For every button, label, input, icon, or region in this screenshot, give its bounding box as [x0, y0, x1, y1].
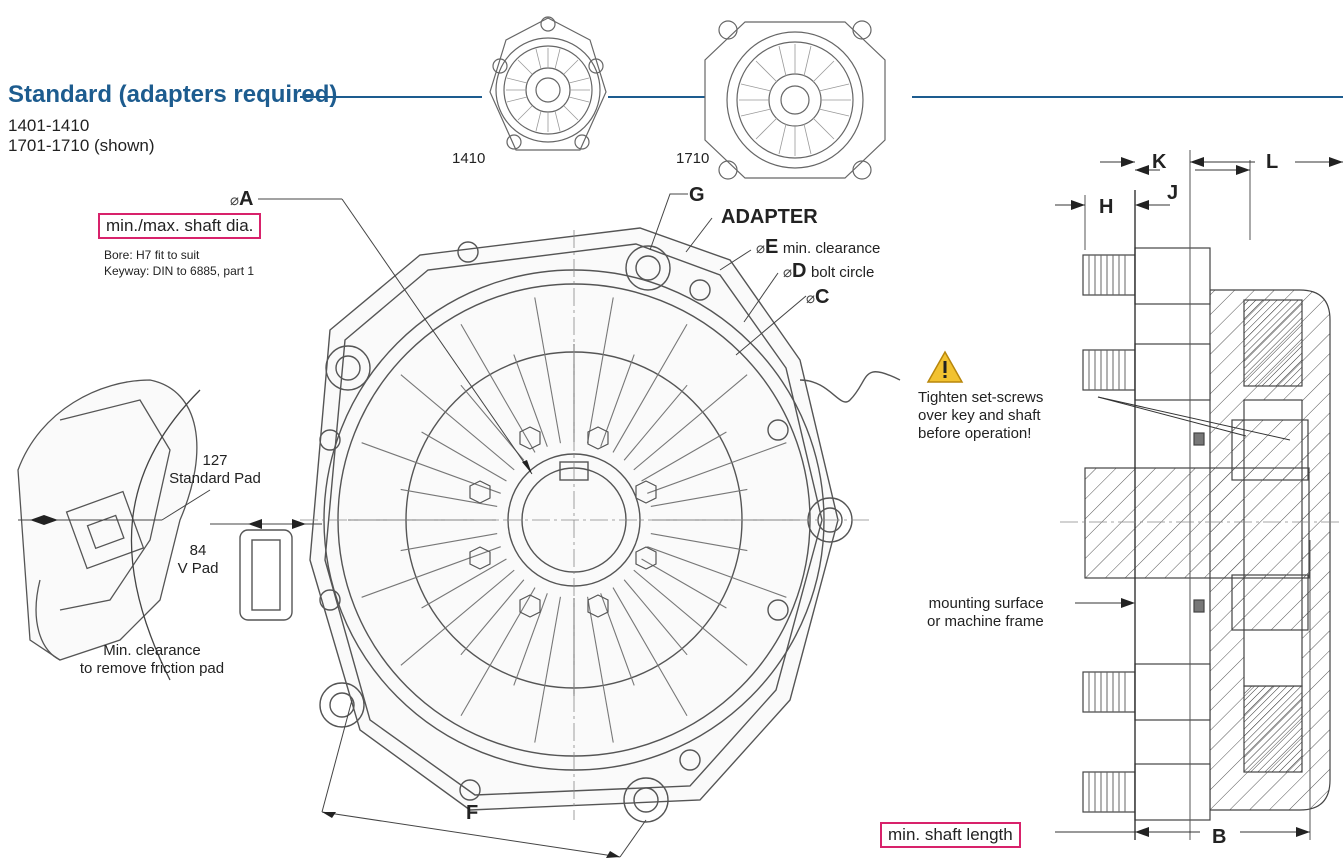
standard-pad-label: 127 Standard Pad: [169, 452, 261, 487]
cooling-fin: [460, 579, 525, 656]
warning-note: Tighten set-screws over key and shaft be…: [918, 389, 1044, 442]
friction-pad-detail: [17, 379, 201, 681]
thumbnail-label-1710: 1710: [676, 150, 710, 167]
mounting-studs: [1082, 247, 1211, 821]
diameter-icon: ⌀: [783, 264, 793, 281]
pad-clearance-note: Min. clearance to remove friction pad: [79, 642, 225, 677]
model-range-2: 1701-1710 (shown): [8, 136, 155, 155]
cooling-fin: [623, 384, 688, 461]
model-list: 1401-1410 1701-1710 (shown): [8, 116, 154, 156]
model-range-1: 1401-1410: [8, 116, 90, 135]
cooling-fin: [641, 558, 727, 609]
cooling-fin: [612, 587, 688, 716]
cooling-fin: [460, 587, 536, 716]
cooling-fin: [400, 533, 498, 552]
dim-h-label: H: [1099, 196, 1114, 218]
notes: Bore: H7 fit to suit Keyway: DIN to 6885…: [104, 247, 254, 279]
dim-e-label: ⌀E min. clearance: [756, 236, 881, 258]
cooling-fin: [623, 579, 688, 656]
brake-front-view: [239, 227, 901, 823]
diameter-icon: ⌀: [756, 240, 766, 257]
page-title: Standard (adapters required): [8, 81, 338, 108]
cooling-fin: [513, 593, 548, 686]
cooling-fin: [633, 569, 748, 666]
cooling-fin: [612, 324, 688, 453]
cooling-fin: [647, 546, 787, 598]
v-pad-label: 84 V Pad: [177, 542, 219, 577]
cooling-fin: [400, 488, 498, 507]
cooling-fin: [534, 297, 561, 444]
shaft-dia-label: min./max. shaft dia.: [98, 213, 262, 239]
diameter-icon: ⌀: [806, 290, 816, 307]
dim-a-label: ⌀A: [230, 188, 254, 210]
cooling-fin: [361, 442, 501, 494]
dim-l-label: L: [1266, 151, 1279, 173]
cooling-fin: [513, 354, 548, 447]
mounting-surface-note: mounting surface or machine frame: [927, 595, 1044, 630]
dim-j-label: J: [1167, 182, 1179, 204]
cooling-fin: [421, 431, 507, 482]
dim-k-label: K: [1152, 151, 1167, 173]
cooling-fin: [421, 558, 507, 609]
dim-f-label: F: [466, 802, 479, 824]
keyway-note: Keyway: DIN to 6885, part 1: [104, 264, 255, 278]
cooling-fin: [587, 596, 614, 743]
dim-g-label: G: [689, 184, 705, 206]
cooling-fin: [647, 442, 787, 494]
side-arrowheads: [1071, 157, 1343, 837]
cooling-fin: [650, 488, 748, 507]
cooling-fin: [600, 593, 635, 686]
dim-b-label: B: [1212, 826, 1227, 848]
warning-triangle-icon: [926, 350, 964, 383]
dim-d-label: ⌀D bolt circle: [783, 260, 875, 282]
diameter-icon: ⌀: [230, 192, 240, 209]
pad-arrowheads: [30, 515, 306, 529]
thumbnail-1710-drawing: [704, 20, 886, 180]
thumbnail-1410-drawing: [489, 16, 607, 151]
cooling-fin: [587, 297, 614, 444]
cooling-fin: [361, 546, 501, 598]
dim-c-label: ⌀C: [806, 286, 830, 308]
cooling-fin: [400, 374, 515, 471]
radial-fins: [348, 297, 800, 743]
brake-side-section: [1060, 150, 1343, 840]
bore-note: Bore: H7 fit to suit: [104, 248, 200, 262]
cooling-fin: [650, 533, 748, 552]
cooling-fin: [633, 374, 748, 471]
cooling-fin: [400, 569, 515, 666]
shaft-length-label: min. shaft length: [880, 822, 1021, 848]
front-arrowheads: [322, 460, 620, 858]
adapter-label: ADAPTER: [721, 206, 818, 228]
front-leaders: [258, 193, 807, 858]
cooling-fin: [534, 596, 561, 743]
cooling-fin: [641, 431, 727, 482]
thumbnail-label-1410: 1410: [452, 150, 486, 167]
